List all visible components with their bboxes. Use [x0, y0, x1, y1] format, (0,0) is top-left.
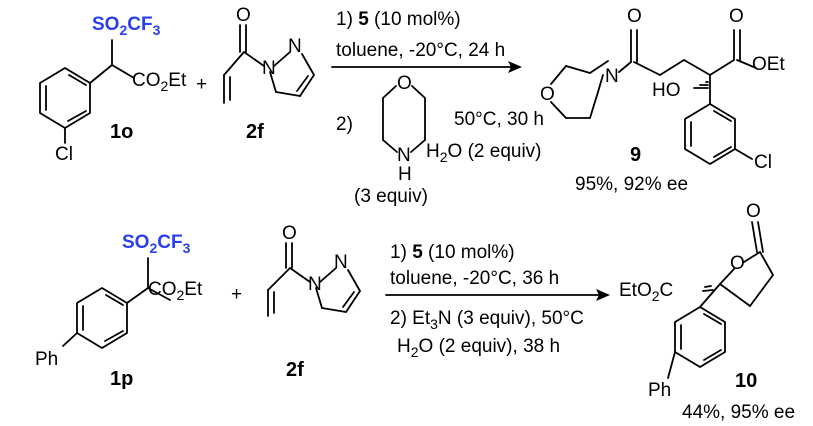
product-9-morpholine-o: O [540, 84, 555, 105]
product-9-ester-o: O [729, 6, 744, 27]
reactant-2f-bottom-bonds [267, 242, 361, 317]
reactant-2f-top-n1: N [262, 58, 276, 79]
reaction-1-step1-line1: 1) 5 (10 mol%) [336, 9, 461, 30]
reaction-2-step2-line1: 2) Et3N (3 equiv), 50°C [390, 308, 584, 332]
reactant-2f-top-n2: N [288, 36, 302, 57]
reactant-1o-chloro-label: Cl [55, 144, 73, 165]
product-9-morpholine-n: N [605, 66, 619, 87]
reaction-1-step2-label: 2) [336, 114, 353, 135]
reactant-1o: SO2CF3 CO2Et Cl 1o [39, 14, 187, 165]
product-10-phenyl-label: Ph [648, 380, 671, 401]
reactant-1o-ester-label: CO2Et [132, 70, 187, 94]
compound-label-10: 10 [735, 370, 757, 392]
product-9-yield: 95%, 92% ee [575, 174, 688, 195]
plus-sign-1: + [196, 74, 207, 95]
reactant-1p-sulfonyl-label: SO2CF3 [122, 232, 191, 256]
reactant-1p-phenyl-label: Ph [35, 349, 58, 370]
reaction-2-step1-line1: 1) 5 (10 mol%) [390, 242, 515, 263]
product-9-bonds [550, 29, 757, 165]
product-10-ring-o: O [730, 253, 745, 274]
reactant-1p-ester-label: CO2Et [148, 279, 203, 303]
reactant-1o-sulfonyl-label: SO2CF3 [92, 14, 161, 38]
morpholine-h: H [398, 164, 412, 185]
reactant-2f-bottom-carbonyl-o: O [282, 223, 297, 244]
product-10-ester-label: EtO2C [619, 280, 673, 304]
morpholine-reagent: O N H [382, 73, 426, 185]
reactant-1o-bonds [39, 39, 135, 144]
reaction-arrow-1 [331, 61, 522, 73]
reaction-1-water: H2O (2 equiv) [426, 141, 542, 165]
product-9-chloro: Cl [754, 152, 772, 173]
product-10-yield: 44%, 95% ee [682, 402, 795, 423]
reaction-2-step2-line2: H2O (2 equiv), 38 h [397, 336, 560, 360]
morpholine-o: O [397, 73, 412, 94]
compound-label-1p: 1p [110, 368, 133, 390]
plus-sign-2: + [231, 284, 242, 305]
morpholine-n: N [397, 145, 411, 166]
reaction-1-step1-line2: toluene, -20°C, 24 h [336, 40, 505, 61]
reactant-2f-top-bonds [223, 24, 315, 104]
reactant-1p: SO2CF3 CO2Et Ph 1p [35, 232, 203, 390]
reaction-2: SO2CF3 CO2Et Ph 1p + O N [35, 201, 795, 423]
product-10: O O EtO2C Ph 10 44%, 95% ee [619, 201, 795, 423]
product-10-bonds [667, 221, 774, 379]
reaction-1: SO2CF3 CO2Et Cl 1o + O N [39, 5, 785, 207]
reaction-2-conditions: 1) 5 (10 mol%) toluene, -20°C, 36 h 2) E… [390, 242, 584, 360]
product-9-ester-oet: OEt [752, 54, 785, 75]
reaction-2-step1-line2: toluene, -20°C, 36 h [390, 268, 559, 289]
reaction-1-morpholine-equiv: (3 equiv) [354, 186, 428, 207]
compound-label-1o: 1o [110, 121, 133, 143]
compound-label-2f-bottom: 2f [286, 359, 304, 381]
reactant-2f-top-carbonyl-o: O [236, 5, 251, 26]
reaction-1-conditions: 1) 5 (10 mol%) toluene, -20°C, 24 h 2) O… [336, 9, 544, 207]
product-9: O N O O OEt HO Cl 9 95%, 92% ee [540, 6, 785, 195]
reactant-2f-bottom: O N N 2f [267, 223, 361, 381]
compound-label-2f-top: 2f [246, 121, 264, 143]
reactant-1p-bonds [62, 257, 171, 349]
product-10-lactone-carbonyl-o: O [746, 201, 761, 222]
product-9-amide-o: O [627, 6, 642, 27]
reactant-2f-top: O N N 2f [223, 5, 315, 143]
reaction-arrow-2 [385, 289, 610, 301]
reactant-2f-bottom-n1: N [308, 274, 322, 295]
reaction-1-step2-temp: 50°C, 30 h [454, 109, 544, 130]
compound-label-9: 9 [630, 144, 641, 166]
product-9-hydroxyl: HO [652, 80, 681, 101]
reactant-2f-bottom-n2: N [334, 252, 348, 273]
